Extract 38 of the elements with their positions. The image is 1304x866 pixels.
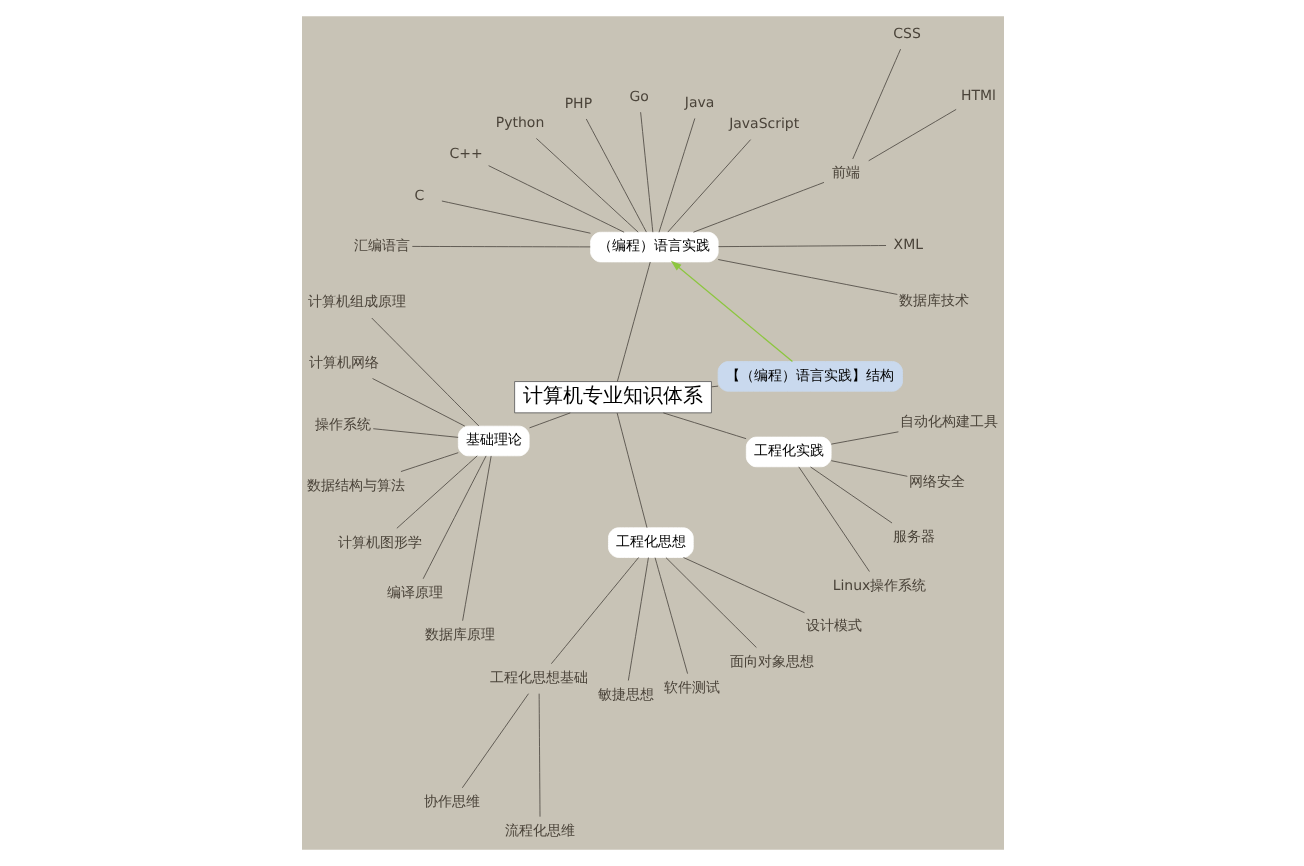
connector: [534, 138, 638, 233]
connector: [716, 259, 897, 295]
connector: [460, 693, 528, 789]
connector: [615, 412, 647, 529]
connector: [664, 557, 756, 648]
connector: [410, 246, 590, 248]
connector: [371, 378, 465, 427]
connector: [626, 557, 648, 681]
connector: [549, 557, 639, 665]
connector: [829, 431, 898, 445]
connector: [537, 693, 540, 818]
connector: [584, 118, 646, 233]
connector: [528, 412, 570, 429]
connector: [717, 245, 886, 248]
connector: [692, 182, 824, 233]
connector: [639, 111, 653, 233]
connector: [399, 452, 458, 472]
connector: [461, 455, 491, 622]
connector: [710, 385, 718, 388]
connector: [615, 261, 650, 382]
connector: [440, 200, 590, 234]
connector: [653, 557, 687, 675]
connector: [421, 455, 486, 580]
connector: [851, 48, 900, 160]
node-box: 计算机专业知识体系: [513, 381, 711, 414]
arrow: [669, 260, 793, 363]
connector: [657, 118, 695, 233]
connector: [797, 466, 869, 572]
connector: [370, 317, 479, 427]
connector: [829, 460, 907, 477]
connector: [809, 466, 892, 524]
connector: [395, 455, 477, 529]
connector: [867, 109, 956, 162]
connector: [661, 412, 746, 440]
connector: [371, 428, 458, 438]
connector: [666, 139, 751, 233]
connector: [487, 165, 624, 233]
connector: [682, 557, 804, 614]
